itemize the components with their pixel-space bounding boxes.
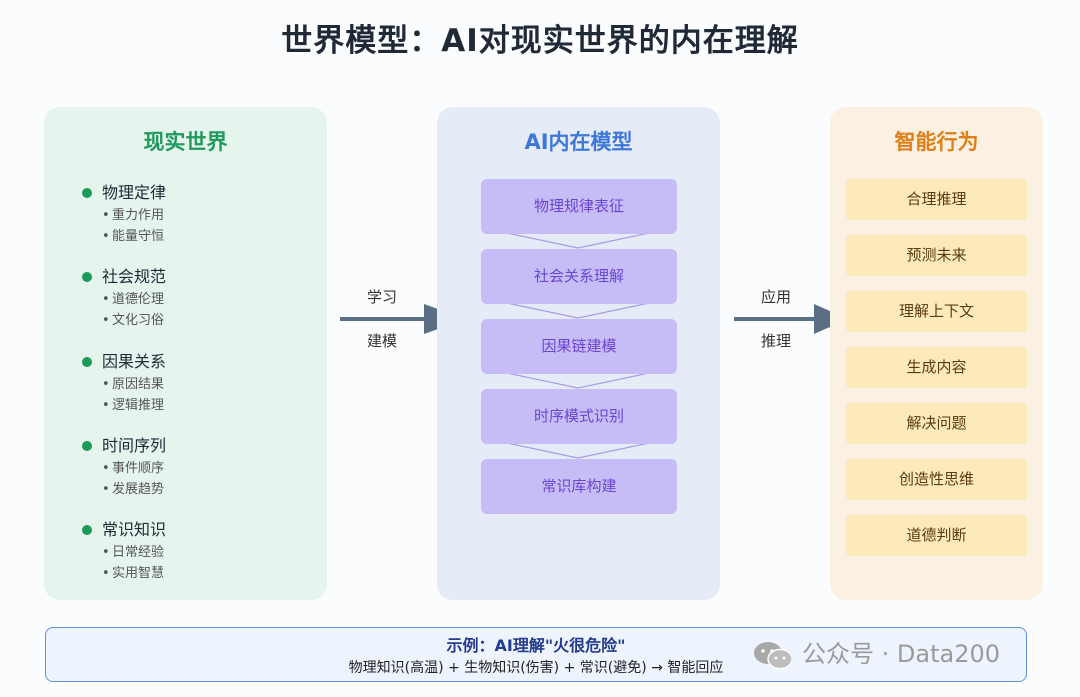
watermark-text: 公众号 · Data200 (802, 640, 1000, 668)
category-time-series: 时间序列 •事件顺序 •发展趋势 (81, 434, 321, 500)
behavior-box: 理解上下文 (846, 291, 1027, 332)
bullet-dot-icon (82, 441, 92, 451)
connector-lines (506, 232, 650, 459)
behavior-box: 生成内容 (846, 347, 1027, 388)
bullet-icon: • (102, 566, 110, 581)
arrow-label-top: 应用 (760, 288, 791, 306)
bullet-icon: • (102, 461, 110, 476)
bullet-icon: • (102, 398, 110, 413)
ai-model-panel: AI内在模型 物理规律表征 社会关系理解 因果链建模 时序模式识别 常识库构建 (437, 107, 720, 600)
category-common-sense: 常识知识 •日常经验 •实用智慧 (81, 518, 321, 584)
page-title: 世界模型：AI对现实世界的内在理解 (281, 23, 799, 59)
bullet-icon: • (102, 229, 110, 244)
category-physics: 物理定律 •重力作用 •能量守恒 (81, 181, 321, 247)
example-box: 示例：AI理解"火很危险" 物理知识(高温) + 生物知识(伤害) + 常识(避… (45, 627, 1027, 682)
category-item: •原因结果 (81, 374, 321, 395)
category-causality: 因果关系 •原因结果 •逻辑推理 (81, 350, 321, 416)
bullet-dot-icon (82, 188, 92, 198)
arrow-label-bottom: 建模 (366, 332, 397, 350)
bullet-icon: • (102, 545, 110, 560)
category-label: 社会规范 (102, 267, 167, 286)
category-item: •事件顺序 (81, 458, 321, 479)
wechat-icon (754, 642, 793, 670)
bullet-icon: • (102, 377, 110, 392)
category-item: •实用智慧 (81, 563, 321, 584)
example-text: 物理知识(高温) + 生物知识(伤害) + 常识(避免) → 智能回应 (348, 660, 724, 676)
category-label: 常识知识 (102, 520, 167, 539)
bullet-icon: • (102, 313, 110, 328)
behavior-box: 合理推理 (846, 179, 1027, 220)
behavior-box: 解决问题 (846, 403, 1027, 444)
apply-reason-arrow: 应用 推理 (730, 284, 852, 354)
category-social: 社会规范 •道德伦理 •文化习俗 (81, 265, 321, 331)
model-box: 常识库构建 (481, 459, 677, 514)
bullet-dot-icon (82, 525, 92, 535)
category-item: •道德伦理 (81, 289, 321, 310)
intelligent-behavior-title: 智能行为 (894, 130, 979, 154)
category-item: •能量守恒 (81, 226, 321, 247)
bullet-dot-icon (82, 272, 92, 282)
learn-model-arrow: 学习 建模 (336, 284, 470, 354)
bullet-dot-icon (82, 357, 92, 367)
bullet-icon: • (102, 482, 110, 497)
category-item: •日常经验 (81, 542, 321, 563)
arrow-label-top: 学习 (366, 288, 397, 306)
real-world-title: 现实世界 (143, 130, 228, 154)
bullet-icon: • (102, 292, 110, 307)
category-label: 时间序列 (102, 436, 167, 455)
category-label: 因果关系 (102, 352, 167, 371)
category-item: •发展趋势 (81, 479, 321, 500)
category-item: •文化习俗 (81, 310, 321, 331)
behavior-box: 道德判断 (846, 515, 1027, 556)
model-box: 物理规律表征 (481, 179, 677, 234)
category-item: •重力作用 (81, 205, 321, 226)
ai-model-title: AI内在模型 (524, 130, 633, 154)
category-label: 物理定律 (102, 183, 167, 202)
behavior-box: 创造性思维 (846, 459, 1027, 500)
real-world-panel: 现实世界 物理定律 •重力作用 •能量守恒 社会规范 •道德伦理 •文化习俗 因… (44, 107, 327, 600)
intelligent-behavior-panel: 智能行为 合理推理 预测未来 理解上下文 生成内容 解决问题 创造性思维 道德判… (830, 107, 1043, 600)
model-box: 社会关系理解 (481, 249, 677, 304)
model-box: 时序模式识别 (481, 389, 677, 444)
example-title: 示例：AI理解"火很危险" (446, 636, 626, 655)
category-item: •逻辑推理 (81, 395, 321, 416)
arrow-label-bottom: 推理 (760, 332, 791, 350)
behavior-box: 预测未来 (846, 235, 1027, 276)
bullet-icon: • (102, 208, 110, 223)
model-box: 因果链建模 (481, 319, 677, 374)
